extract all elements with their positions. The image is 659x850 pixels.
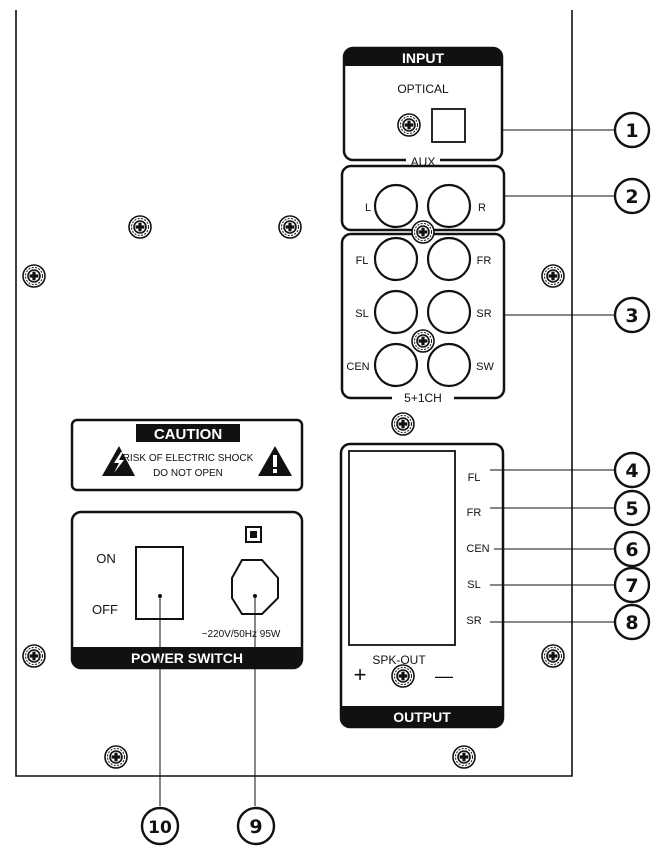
screw-icon bbox=[411, 220, 435, 244]
output-fl-label: FL bbox=[468, 472, 481, 484]
aux-left-jack[interactable] bbox=[373, 183, 419, 229]
screw-icon bbox=[391, 412, 415, 436]
output-panel: OUTPUT FL FR CEN SL SR SPK-OUT + — bbox=[339, 442, 505, 729]
aux-right-label: R bbox=[478, 202, 486, 214]
lightning-warning-icon bbox=[102, 446, 135, 476]
callout-4: 4 bbox=[613, 451, 651, 489]
input-panel: INPUT OPTICAL AUX bbox=[342, 46, 504, 169]
callout-9: 9 bbox=[236, 806, 276, 846]
output-title: OUTPUT bbox=[393, 709, 451, 725]
callout-6: 6 bbox=[613, 530, 651, 568]
aux-right-jack[interactable] bbox=[426, 183, 472, 229]
sw-in-label: SW bbox=[476, 361, 494, 373]
output-sr-label: SR bbox=[466, 615, 481, 627]
plus-label: + bbox=[354, 662, 367, 687]
output-fr-label: FR bbox=[467, 507, 482, 519]
on-label: ON bbox=[96, 551, 116, 566]
screw-icon bbox=[22, 264, 46, 288]
screw-icon bbox=[22, 644, 46, 668]
power-cord-socket[interactable] bbox=[231, 559, 279, 615]
callout-10: 10 bbox=[140, 806, 180, 846]
callout-3: 3 bbox=[613, 296, 651, 334]
screw-icon bbox=[128, 215, 152, 239]
minus-label: — bbox=[435, 666, 453, 686]
leader-lines bbox=[159, 129, 614, 806]
screw-icon bbox=[541, 644, 565, 668]
callout-4-number: 4 bbox=[625, 460, 638, 482]
callout-6-number: 6 bbox=[625, 539, 638, 561]
speaker-output-terminal[interactable] bbox=[348, 450, 456, 646]
input-title: INPUT bbox=[402, 50, 444, 66]
enclosure-outline bbox=[15, 10, 573, 777]
screw-icon bbox=[452, 745, 476, 769]
callout-3-number: 3 bbox=[625, 305, 638, 327]
callout-8: 8 bbox=[613, 603, 651, 641]
caution-line2: DO NOT OPEN bbox=[153, 468, 223, 479]
cen-in-label: CEN bbox=[346, 361, 369, 373]
fl-input-jack[interactable] bbox=[373, 236, 419, 282]
callout-2-number: 2 bbox=[625, 186, 638, 208]
caution-line1: RISK OF ELECTRIC SHOCK bbox=[123, 453, 254, 464]
power-switch-title: POWER SWITCH bbox=[131, 650, 243, 666]
off-label: OFF bbox=[92, 602, 118, 617]
exclamation-warning-icon bbox=[258, 446, 292, 476]
screw-icon bbox=[411, 329, 435, 353]
caution-title: CAUTION bbox=[154, 426, 222, 443]
aux-left-label: L bbox=[365, 202, 371, 214]
sr-input-jack[interactable] bbox=[426, 289, 472, 335]
callout-9-number: 9 bbox=[249, 816, 262, 838]
fr-input-jack[interactable] bbox=[426, 236, 472, 282]
screw-icon bbox=[541, 264, 565, 288]
power-rating: ~220V/50Hz 95W bbox=[202, 629, 281, 640]
callout-7-number: 7 bbox=[625, 575, 638, 597]
screw-icon bbox=[104, 745, 128, 769]
screw-icon bbox=[397, 113, 421, 137]
callout-8-number: 8 bbox=[625, 612, 638, 634]
fl-in-label: FL bbox=[356, 255, 369, 267]
cen-input-jack[interactable] bbox=[373, 342, 419, 388]
optical-port[interactable] bbox=[431, 108, 466, 143]
sr-in-label: SR bbox=[476, 308, 491, 320]
callout-1-number: 1 bbox=[625, 120, 638, 142]
caution-label: CAUTION RISK OF ELECTRIC SHOCK DO NOT OP… bbox=[70, 418, 304, 492]
screw-icon bbox=[278, 215, 302, 239]
spk-out-label: SPK-OUT bbox=[372, 653, 426, 667]
optical-label: OPTICAL bbox=[397, 82, 449, 96]
callout-5-number: 5 bbox=[625, 498, 638, 520]
callout-2: 2 bbox=[613, 177, 651, 215]
surround-input-panel: FL FR SL SR CEN SW 5+1CH bbox=[340, 220, 506, 405]
output-sl-label: SL bbox=[467, 579, 480, 591]
callout-10-number: 10 bbox=[148, 818, 172, 838]
callout-5: 5 bbox=[613, 489, 651, 527]
fr-in-label: FR bbox=[477, 255, 492, 267]
power-panel: POWER SWITCH ON OFF ~220V/50Hz 95W bbox=[70, 510, 304, 670]
screw-icon bbox=[391, 664, 415, 688]
callout-1: 1 bbox=[613, 111, 651, 149]
sl-input-jack[interactable] bbox=[373, 289, 419, 335]
sl-in-label: SL bbox=[355, 308, 368, 320]
output-cen-label: CEN bbox=[466, 543, 489, 555]
channel-group-label: 5+1CH bbox=[404, 391, 442, 405]
callout-7: 7 bbox=[613, 566, 651, 604]
double-insulation-icon bbox=[245, 526, 262, 543]
sw-input-jack[interactable] bbox=[426, 342, 472, 388]
